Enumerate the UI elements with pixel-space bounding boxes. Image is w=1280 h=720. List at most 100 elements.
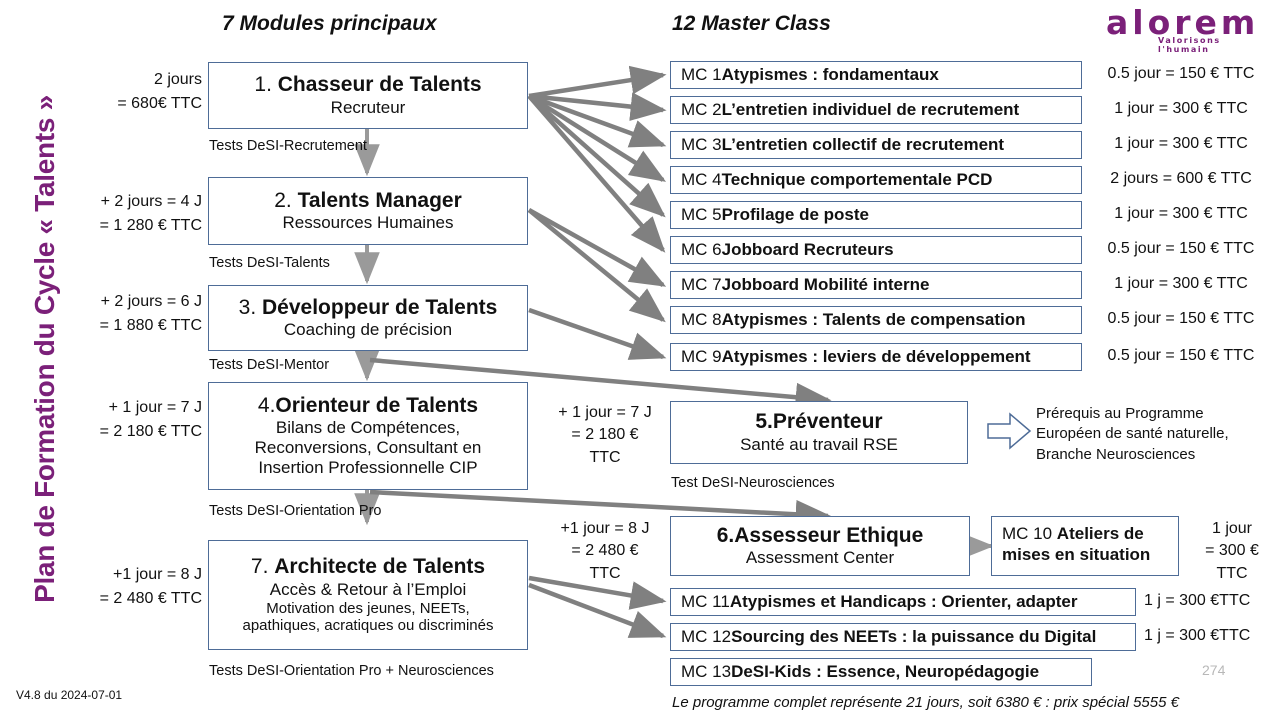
mc-lead-13: MC 13 (681, 662, 732, 681)
mc-box-7[interactable]: MC 7 Jobboard Mobilité interne (670, 271, 1082, 299)
module-price-2: + 2 jours = 4 J= 1 280 € TTC (99, 193, 202, 234)
module-subtitle-6: Assessment Center (745, 548, 895, 568)
module-price-7: +1 jour = 8 J= 2 480 € TTC (99, 566, 202, 607)
module-title-7: 7. Architecte de Talents (250, 554, 486, 578)
module-box-1[interactable]: 1. Chasseur de Talents Recruteur (208, 62, 528, 129)
mc-box-5[interactable]: MC 5 Profilage de poste (670, 201, 1082, 229)
mc-lead-5: MC 5 (681, 205, 722, 224)
mc-box-2[interactable]: MC 2 L’entretien individuel de recruteme… (670, 96, 1082, 124)
logo-wordmark: alorem (1106, 3, 1260, 42)
mc-box-6[interactable]: MC 6 Jobboard Recruteurs (670, 236, 1082, 264)
header-masterclass: 12 Master Class (672, 12, 831, 35)
mc-price-9: 0.5 jour = 150 € TTC (1107, 347, 1255, 364)
module-box-2[interactable]: 2. Talents Manager Ressources Humaines (208, 177, 528, 245)
module-box-3[interactable]: 3. Développeur de Talents Coaching de pr… (208, 285, 528, 351)
module-box-7[interactable]: 7. Architecte de Talents Accès & Retour … (208, 540, 528, 650)
mc-lead-10: MC 10 (1002, 524, 1057, 543)
module-title-3: 3. Développeur de Talents (238, 295, 498, 319)
mc-lead-4: MC 4 (681, 170, 722, 189)
module-subtitle-7c: apathiques, acratiques ou discriminés (242, 617, 494, 635)
mc-lead-8: MC 8 (681, 310, 722, 329)
mc-title-6: Jobboard Recruteurs (721, 240, 894, 259)
mc-title-9: Atypismes : leviers de développement (721, 347, 1031, 366)
mc-price-11: 1 j = 300 €TTC (1144, 592, 1251, 609)
module-test-2: Tests DeSI-Talents (209, 255, 330, 271)
mc-price-5: 1 jour = 300 € TTC (1114, 205, 1248, 222)
mc-title-10b: mises en situation (1002, 545, 1151, 565)
mc-box-1[interactable]: MC 1 Atypismes : fondamentaux (670, 61, 1082, 89)
module-subtitle-4c: Insertion Professionnelle CIP (258, 458, 478, 478)
mc-title-5: Profilage de poste (721, 205, 869, 224)
mc-title-2: L’entretien individuel de recrutement (721, 100, 1020, 119)
mc-lead-11: MC 11 (681, 592, 730, 611)
header-modules: 7 Modules principaux (222, 12, 437, 35)
mc-box-10[interactable]: MC 10 Ateliers de mises en situation (991, 516, 1179, 576)
module-box-4[interactable]: 4.Orienteur de Talents Bilans de Compéte… (208, 382, 528, 490)
mc-lead-1: MC 1 (681, 65, 722, 84)
module-test-1: Tests DeSI-Recrutement (209, 138, 367, 154)
mc-title-8: Atypismes : Talents de compensation (721, 310, 1026, 329)
module-title-2: 2. Talents Manager (274, 188, 462, 212)
module-subtitle-7b: Motivation des jeunes, NEETs, (266, 599, 470, 617)
module-price-3: + 2 jours = 6 J= 1 880 € TTC (99, 293, 202, 334)
module-subtitle-2: Ressources Humaines (282, 213, 454, 233)
mc-box-4[interactable]: MC 4 Technique comportementale PCD (670, 166, 1082, 194)
module-title-1: 1. Chasseur de Talents (254, 73, 482, 97)
mc-price-8: 0.5 jour = 150 € TTC (1107, 310, 1255, 327)
block-arrow-icon (987, 412, 1032, 450)
mc-box-13[interactable]: MC 13 DeSI-Kids : Essence, Neuropédagogi… (670, 658, 1092, 686)
module-price-4: + 1 jour = 7 J= 2 180 € TTC (99, 399, 202, 440)
prerequisite-note: Prérequis au Programme Européen de santé… (1036, 405, 1229, 463)
module-title-6: 6.Assesseur Ethique (716, 523, 924, 547)
mc-price-4: 2 jours = 600 € TTC (1110, 170, 1252, 187)
mc-title-11: Atypismes et Handicaps : Orienter, adapt… (729, 592, 1078, 611)
module-price-1: 2 jours= 680€ TTC (117, 71, 202, 112)
module-box-6[interactable]: 6.Assesseur Ethique Assessment Center (670, 516, 970, 576)
mc-box-3[interactable]: MC 3 L’entretien collectif de recrutemen… (670, 131, 1082, 159)
version-label: V4.8 du 2024-07-01 (16, 688, 123, 702)
mc-lead-6: MC 6 (681, 240, 722, 259)
logo-tagline: Valorisons l'humain (1158, 36, 1221, 54)
page-number: 274 (1202, 662, 1226, 678)
module-subtitle-3: Coaching de précision (283, 320, 453, 340)
mc-price-2: 1 jour = 300 € TTC (1114, 100, 1248, 117)
mc-price-3: 1 jour = 300 € TTC (1114, 135, 1248, 152)
module-test-7: Tests DeSI-Orientation Pro + Neuroscienc… (209, 663, 494, 679)
module-test-3: Tests DeSI-Mentor (209, 357, 330, 373)
mc-title-1: Atypismes : fondamentaux (721, 65, 939, 84)
mc-title-13: DeSI-Kids : Essence, Neuropédagogie (731, 662, 1040, 681)
mc-lead-7: MC 7 (681, 275, 722, 294)
mc-title-3: L’entretien collectif de recrutement (721, 135, 1005, 154)
module-test-4: Tests DeSI-Orientation Pro (209, 503, 382, 519)
mc-price-1: 0.5 jour = 150 € TTC (1107, 65, 1255, 82)
mc-price-10: 1 jour = 300 € TTC (1205, 520, 1259, 582)
mc-title-7: Jobboard Mobilité interne (721, 275, 930, 294)
mc-lead-2: MC 2 (681, 100, 722, 119)
module-title-4: 4.Orienteur de Talents (257, 393, 479, 417)
alorem-logo: alorem Valorisons l'humain (1106, 3, 1274, 54)
mc-title-4: Technique comportementale PCD (721, 170, 993, 189)
mc-lead-12: MC 12 (681, 627, 732, 646)
module-subtitle-4b: Reconversions, Consultant en (254, 438, 482, 458)
module-test-5: Test DeSI-Neurosciences (671, 475, 835, 491)
mc-price-7: 1 jour = 300 € TTC (1114, 275, 1248, 292)
mc-box-11[interactable]: MC 11 Atypismes et Handicaps : Orienter,… (670, 588, 1136, 616)
module-subtitle-1: Recruteur (330, 97, 406, 117)
mc-box-12[interactable]: MC 12 Sourcing des NEETs : la puissance … (670, 623, 1136, 651)
module-subtitle-5: Santé au travail RSE (740, 434, 898, 454)
module-title-5: 5.Préventeur (755, 410, 883, 434)
mc-price-12: 1 j = 300 €TTC (1144, 627, 1251, 644)
module-box-5[interactable]: 5.Préventeur Santé au travail RSE (670, 401, 968, 464)
module-subtitle-4: Bilans de Compétences, (275, 418, 461, 438)
module-price-6: +1 jour = 8 J = 2 480 € TTC (560, 520, 650, 582)
mc-box-9[interactable]: MC 9 Atypismes : leviers de développemen… (670, 343, 1082, 371)
mc-lead-3: MC 3 (681, 135, 722, 154)
mc-box-8[interactable]: MC 8 Atypismes : Talents de compensation (670, 306, 1082, 334)
mc-lead-9: MC 9 (681, 347, 722, 366)
module-price-5: + 1 jour = 7 J = 2 180 € TTC (558, 404, 652, 466)
page-title: Plan de Formation du Cycle « Talents » (29, 95, 60, 603)
module-subtitle-7: Accès & Retour à l’Emploi (269, 579, 467, 599)
mc-title-10a: Ateliers de (1056, 524, 1144, 543)
footer-note: Le programme complet représente 21 jours… (672, 694, 1179, 711)
